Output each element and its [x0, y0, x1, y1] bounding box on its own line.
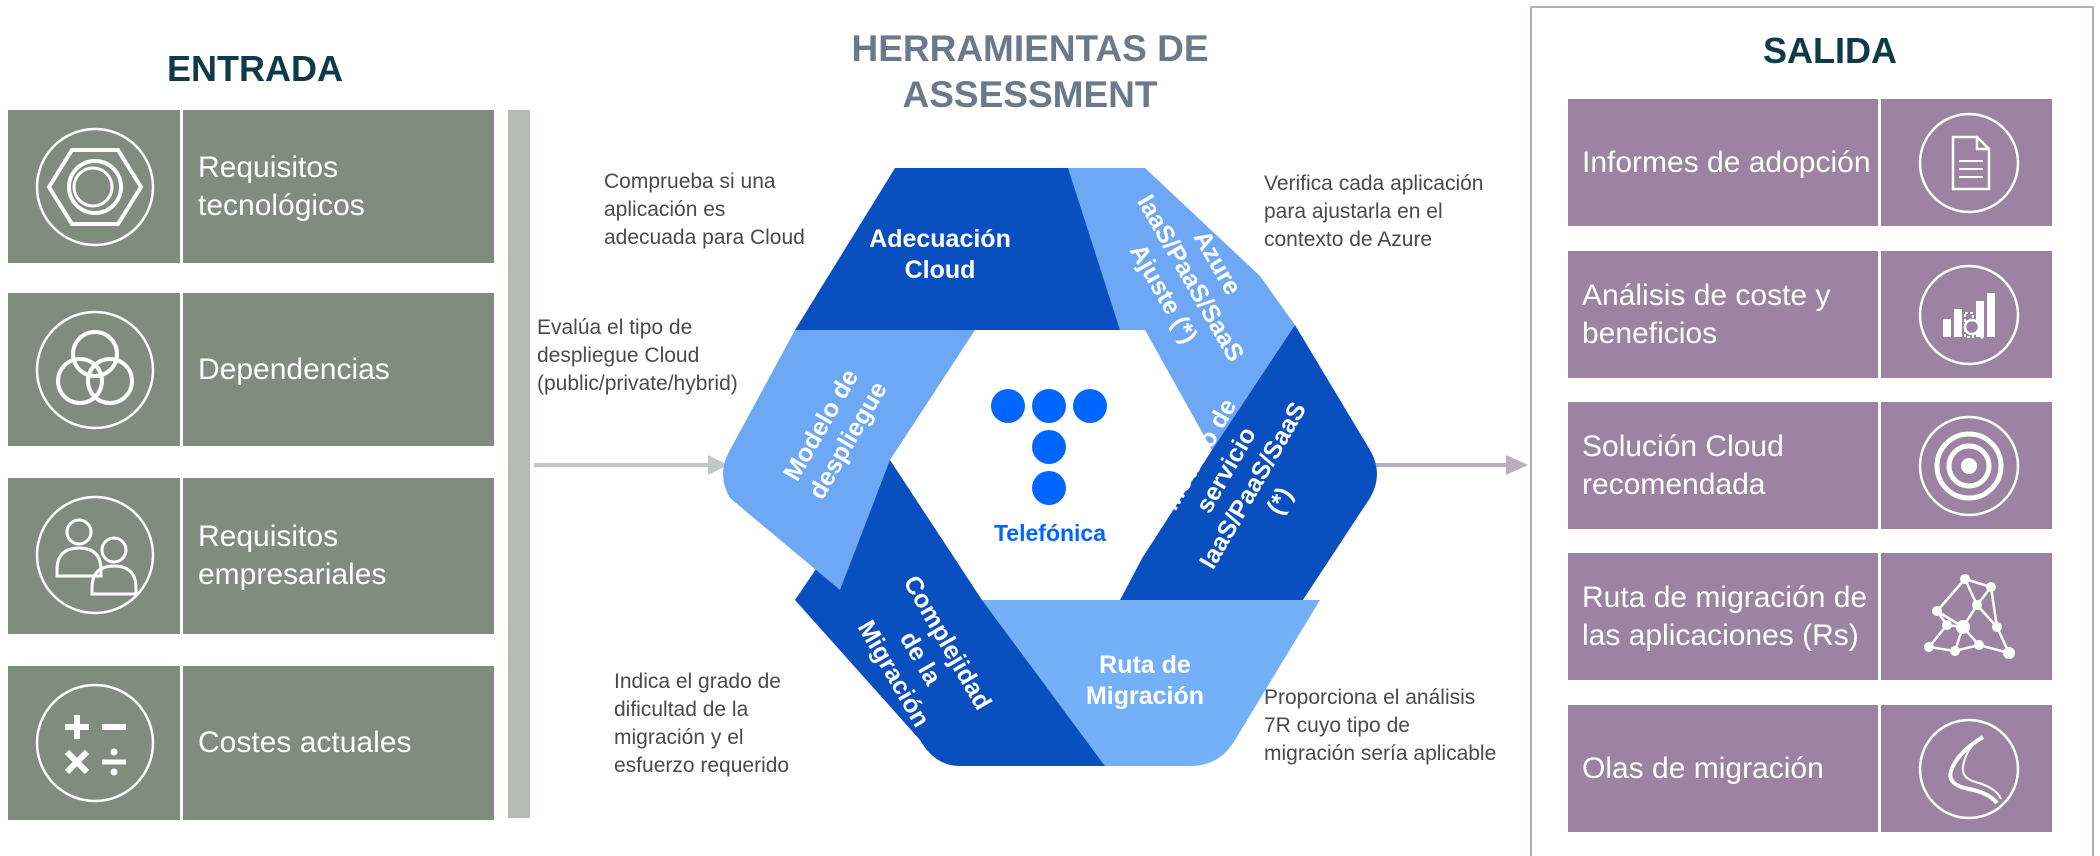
entrada-item-requisitos-empresariales: Requisitos empresariales — [8, 478, 494, 634]
entrada-label: Requisitos tecnológicos — [198, 150, 365, 222]
segment-ruta-shape — [982, 600, 1320, 766]
salida-label: Análisis de coste y beneficios — [1582, 278, 1831, 350]
input-arrow — [534, 455, 728, 475]
entrada-item-dependencias: Dependencias — [8, 293, 494, 446]
entrada-label: Costes actuales — [198, 726, 412, 759]
herramientas-heading-line1: HERRAMIENTAS DE — [851, 28, 1209, 69]
segment-adecuacion-shape — [795, 168, 1124, 330]
salida-item-informes: Informes de adopción — [1568, 99, 2052, 226]
segment-complejidad-shape — [795, 460, 1105, 766]
segment-despliegue-shape — [723, 330, 975, 590]
desc-complejidad: Indica el grado de dificultad de la migr… — [614, 670, 790, 777]
telefonica-wordmark: Telefónica — [993, 520, 1107, 546]
hexagon-ring-icon — [35, 127, 155, 247]
salida-label: Olas de migración — [1582, 751, 1824, 785]
entrada-item-requisitos-tecnologicos: Requisitos tecnológicos — [8, 110, 494, 263]
salida-label: Informes de adopción — [1582, 145, 1871, 179]
segment-azure-shape — [1068, 168, 1295, 450]
telefonica-dots-logo — [991, 389, 1107, 505]
salida-heading: SALIDA — [1763, 30, 1897, 71]
desc-ruta: Proporciona el análisis 7R cuyo tipo de … — [1264, 686, 1497, 765]
herramientas-heading-line2: ASSESSMENT — [902, 74, 1158, 115]
desc-despliegue: Evalúa el tipo de despliegue Cloud (publ… — [537, 316, 738, 395]
entrada-label: Dependencias — [198, 352, 390, 386]
salida-item-analisis: Análisis de coste y beneficios — [1568, 251, 2052, 378]
interlocking-rings-icon — [35, 310, 155, 430]
target-icon — [1918, 415, 2020, 517]
salida-label: Ruta de migración de las aplicaciones (R… — [1582, 580, 1868, 652]
desc-azure: Verifica cada aplicación para ajustarla … — [1264, 172, 1484, 251]
users-icon — [35, 495, 155, 615]
network-nodes-icon — [1924, 574, 2015, 659]
output-arrow — [1368, 455, 1528, 475]
bar-chart-magnifier-icon — [1918, 264, 2020, 366]
salida-item-solucion: Solución Cloud recomendada — [1568, 402, 2052, 529]
desc-adecuacion: Comprueba si una aplicación es adecuada … — [604, 170, 805, 249]
herramientas-heading: HERRAMIENTAS DE ASSESSMENT — [760, 26, 1300, 118]
entrada-label: Requisitos empresariales — [198, 520, 387, 591]
segment-adecuacion-label: Adecuación Cloud — [869, 225, 1011, 284]
salida-label: Solución Cloud recomendada — [1582, 429, 1784, 501]
center-hexagon — [908, 330, 1194, 600]
entrada-item-costes-actuales: Costes actuales — [8, 666, 494, 820]
calculator-operators-icon — [35, 683, 155, 803]
salida-item-ruta: Ruta de migración de las aplicaciones (R… — [1568, 553, 2052, 680]
assessment-cycle-diagram — [723, 168, 1377, 766]
winding-road-icon — [1918, 718, 2020, 820]
segment-servicio-shape — [1115, 325, 1377, 612]
entrada-bracket — [508, 110, 530, 818]
segment-ruta-label: Ruta de Migración — [1085, 651, 1205, 710]
entrada-heading: ENTRADA — [167, 48, 343, 89]
salida-item-olas: Olas de migración — [1568, 705, 2052, 832]
salida-panel-border — [1530, 6, 2094, 856]
document-icon — [1918, 112, 2020, 214]
